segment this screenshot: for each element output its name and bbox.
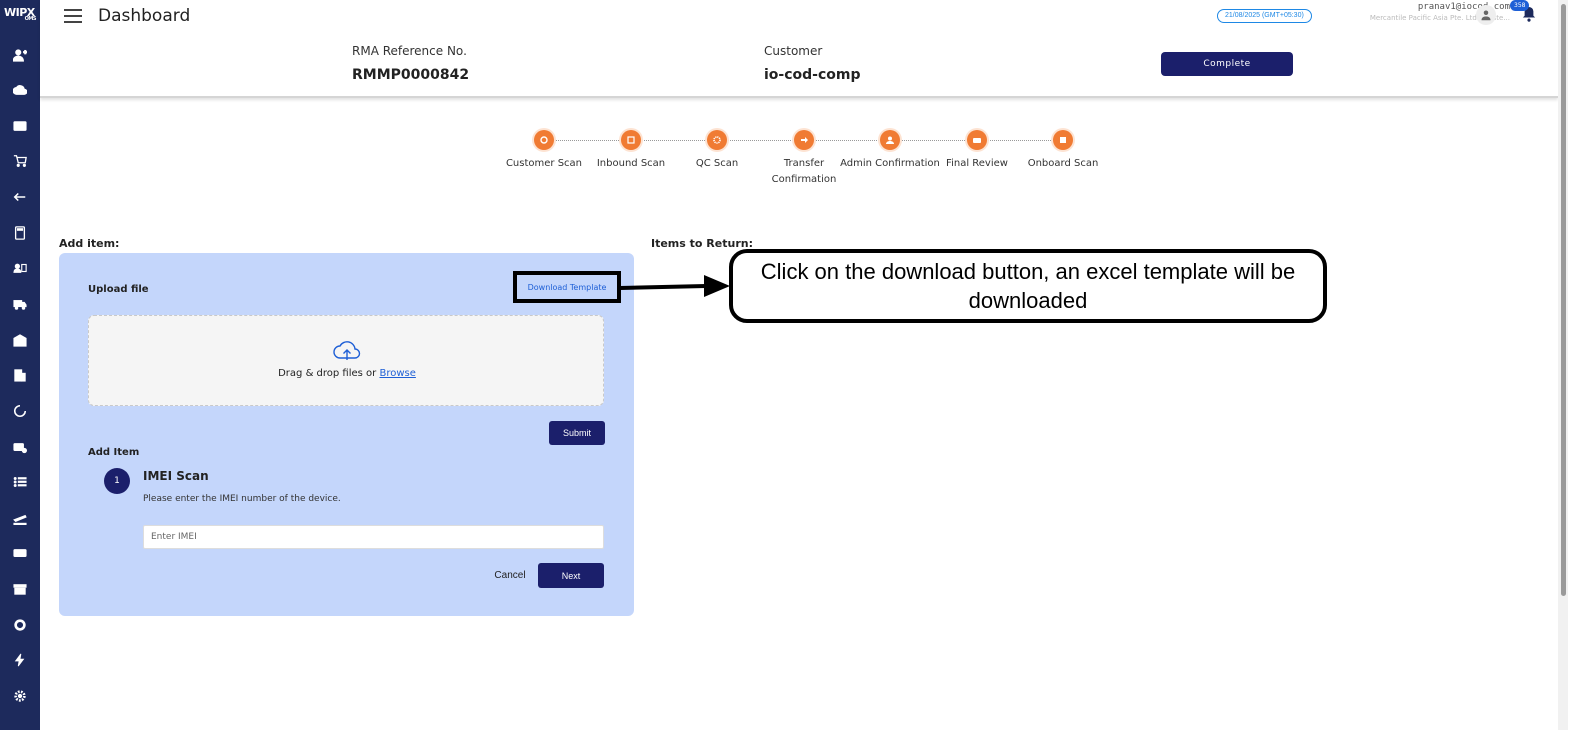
- imei-input[interactable]: [143, 525, 604, 549]
- calculator-icon[interactable]: [10, 223, 30, 243]
- cloud-upload-icon: [333, 341, 361, 360]
- step-label: Transfer Confirmation: [771, 158, 837, 185]
- annotation-arrow: [620, 275, 730, 297]
- flight-icon[interactable]: [10, 508, 30, 528]
- annotation-callout: Click on the download button, an excel t…: [729, 249, 1327, 323]
- step-qc-scan[interactable]: QC Scan: [667, 130, 767, 172]
- step-label: Customer Scan: [505, 158, 583, 169]
- cancel-button[interactable]: Cancel: [489, 565, 531, 585]
- rma-ref-label: RMA Reference No.: [352, 44, 467, 58]
- upload-file-label: Upload file: [88, 284, 149, 295]
- step-label: Inbound Scan: [596, 158, 666, 169]
- step-final-review[interactable]: Final Review: [927, 130, 1027, 172]
- step-transfer-confirmation[interactable]: Transfer Confirmation: [754, 130, 854, 188]
- header: Dashboard 21/08/2025 (GMT+05:30) pranav1…: [40, 0, 1558, 98]
- building-icon[interactable]: [10, 365, 30, 385]
- avatar[interactable]: [1476, 5, 1496, 25]
- step-label: QC Scan: [695, 158, 739, 169]
- add-item-heading: Add item:: [59, 237, 120, 250]
- user-email: pranav1@iocod.com: [1417, 2, 1510, 12]
- step-number-badge: 1: [104, 468, 130, 494]
- step-label: Final Review: [946, 158, 1008, 169]
- store-icon[interactable]: [10, 579, 30, 599]
- add-item-subheading: Add Item: [88, 447, 140, 458]
- step-label: Admin Confirmation: [840, 158, 940, 169]
- customer-label: Customer: [764, 44, 823, 58]
- rma-ref-value: RMMP0000842: [352, 67, 470, 83]
- contacts-icon[interactable]: [10, 258, 30, 278]
- cloud-icon[interactable]: [10, 80, 30, 100]
- scrollbar-thumb[interactable]: [1561, 4, 1566, 596]
- page-title: Dashboard: [98, 6, 191, 26]
- step-admin-confirmation[interactable]: Admin Confirmation: [840, 130, 940, 172]
- download-template-button[interactable]: Download Template: [527, 282, 607, 292]
- bolt-icon[interactable]: [10, 650, 30, 670]
- complete-button[interactable]: Complete: [1161, 52, 1293, 76]
- step-onboard-scan[interactable]: Onboard Scan: [1013, 130, 1113, 172]
- settings-icon[interactable]: [10, 686, 30, 706]
- cash-icon[interactable]: [10, 543, 30, 563]
- donut-chart-icon[interactable]: [10, 615, 30, 635]
- notification-badge: 358: [1510, 0, 1530, 11]
- step-label: Onboard Scan: [1027, 158, 1099, 169]
- step-inbound-scan[interactable]: Inbound Scan: [581, 130, 681, 172]
- payment-icon[interactable]: [10, 437, 30, 457]
- download-template-highlight: Download Template: [513, 271, 621, 303]
- add-user-icon[interactable]: [10, 45, 30, 65]
- return-icon[interactable]: [10, 187, 30, 207]
- file-dropzone[interactable]: Drag & drop files or Browse: [88, 315, 604, 406]
- user-organization: Mercantile Pacific Asia Pte. Ltd. (Syste…: [1369, 14, 1510, 22]
- drop-text: Drag & drop files or Browse: [278, 368, 416, 379]
- browse-link[interactable]: Browse: [379, 368, 416, 379]
- inventory-icon[interactable]: [10, 116, 30, 136]
- date-badge: 21/08/2025 (GMT+05:30): [1217, 9, 1312, 23]
- warehouse-icon[interactable]: [10, 330, 30, 350]
- add-item-card: Upload file Download Template Drag & dro…: [59, 253, 634, 616]
- checklist-icon[interactable]: [10, 472, 30, 492]
- person-icon: [1481, 10, 1491, 21]
- submit-button[interactable]: Submit: [549, 421, 605, 445]
- arrow-right-icon: [794, 130, 814, 150]
- imei-scan-description: Please enter the IMEI number of the devi…: [143, 494, 341, 504]
- items-to-return-heading: Items to Return:: [651, 237, 753, 250]
- truck-icon[interactable]: [10, 294, 30, 314]
- menu-icon[interactable]: [64, 9, 82, 23]
- box-icon: [1053, 130, 1073, 150]
- scan-icon: [621, 130, 641, 150]
- imei-scan-title: IMEI Scan: [143, 469, 209, 483]
- sync-icon[interactable]: [10, 401, 30, 421]
- step-customer-scan[interactable]: Customer Scan: [494, 130, 594, 172]
- cart-icon[interactable]: [10, 151, 30, 171]
- review-icon: [967, 130, 987, 150]
- refresh-icon: [534, 130, 554, 150]
- admin-icon: [880, 130, 900, 150]
- customer-value: io-cod-comp: [764, 67, 861, 83]
- next-button[interactable]: Next: [538, 563, 604, 588]
- gear-icon: [707, 130, 727, 150]
